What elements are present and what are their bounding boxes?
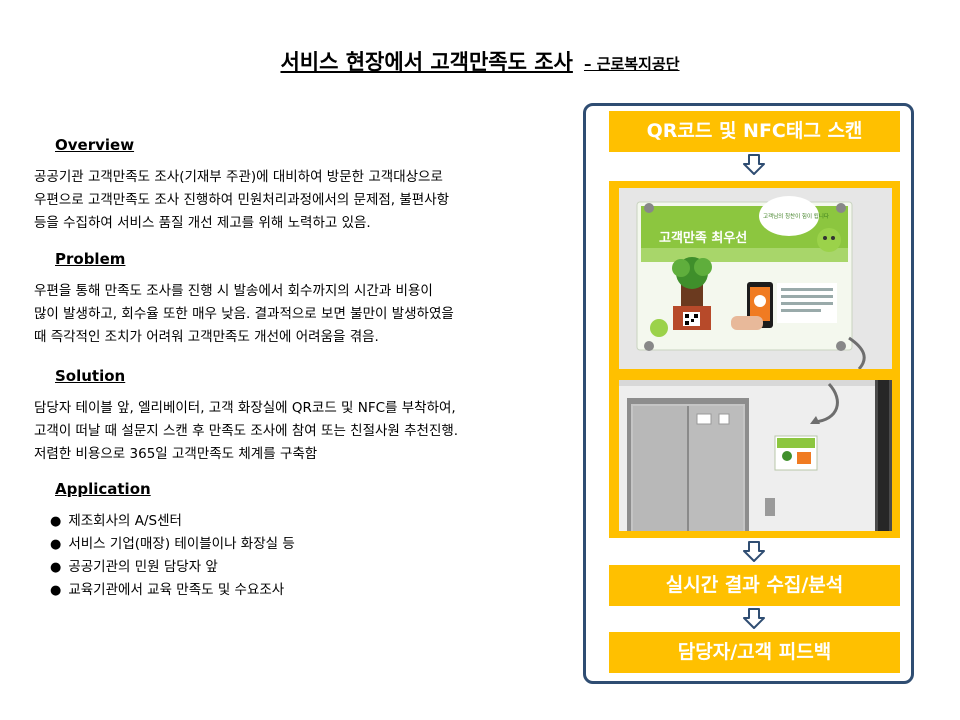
poster-photo: 고객만족 최우선 고객님의 칭찬이 힘이 됩니다 [619, 188, 892, 369]
elevator-photo [619, 380, 892, 531]
list-item: 제조회사의 A/S센터 [50, 510, 295, 533]
poster-bubble: 고객님의 칭찬이 힘이 됩니다 [763, 212, 829, 220]
problem-text: 우편을 통해 만족도 조사를 진행 시 발송에서 회수까지의 시간과 비용이 많… [34, 283, 454, 345]
application-list: 제조회사의 A/S센터 서비스 기업(매장) 테이블이나 화장실 등 공공기관의… [50, 510, 295, 602]
solution-heading: Solution [55, 367, 126, 385]
step-scan: QR코드 및 NFC태그 스캔 [609, 111, 900, 152]
page-title: 서비스 현장에서 고객만족도 조사 – 근로복지공단 [0, 46, 960, 76]
arrow-down-icon [743, 154, 765, 175]
arrow-down-icon [743, 541, 765, 562]
step-feedback: 담당자/고객 피드백 [609, 632, 900, 673]
list-item: 공공기관의 민원 담당자 앞 [50, 556, 295, 579]
application-heading: Application [55, 480, 151, 498]
arrow-down-icon [743, 608, 765, 629]
problem-heading: Problem [55, 250, 126, 268]
solution-text: 담당자 테이블 앞, 엘리베이터, 고객 화장실에 QR코드 및 NFC를 부착… [34, 400, 459, 462]
list-item: 서비스 기업(매장) 테이블이나 화장실 등 [50, 533, 294, 556]
overview-heading: Overview [55, 136, 135, 154]
title-main: 서비스 현장에서 고객만족도 조사 [280, 50, 573, 74]
list-item: 교육기관에서 교육 만족도 및 수요조사 [50, 579, 295, 602]
flow-panel [583, 103, 914, 684]
step-analysis: 실시간 결과 수집/분석 [609, 565, 900, 606]
title-sub: – 근로복지공단 [583, 55, 680, 73]
overview-text: 공공기관 고객만족도 조사(기재부 주관)에 대비하여 방문한 고객대상으로 우… [34, 169, 450, 231]
poster-headline: 고객만족 최우선 [659, 230, 747, 246]
